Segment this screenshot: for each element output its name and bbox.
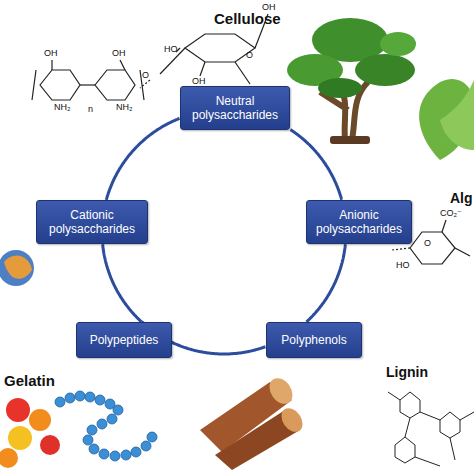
ring-arc	[106, 118, 179, 199]
ring-arc	[290, 130, 341, 200]
category-box: Cationic polysaccharides	[36, 200, 148, 244]
material-name: Alg	[450, 190, 473, 206]
atom-label: OH	[112, 48, 126, 58]
atom-label: O	[246, 50, 253, 60]
atom-label: OH	[44, 48, 58, 58]
atom-label: HO	[396, 260, 410, 270]
category-box: Neutral polysaccharides	[180, 86, 290, 130]
ring-arc	[307, 244, 346, 322]
ring-arc	[103, 244, 142, 321]
category-label: Neutral polysaccharides	[185, 94, 285, 122]
material-name: Lignin	[386, 364, 428, 380]
atom-label: O	[142, 70, 149, 80]
category-box: Polypeptides	[76, 322, 172, 358]
category-label: Cationic polysaccharides	[41, 208, 143, 236]
lignin-structure	[388, 392, 474, 466]
atom-label: NH₂	[54, 102, 71, 112]
shell-illustration	[0, 250, 34, 286]
bead-chain	[55, 391, 157, 461]
atom-label: OH	[262, 2, 276, 12]
atom-label: OH	[192, 76, 206, 86]
atom-label: O	[424, 238, 431, 248]
seaweed-illustration	[419, 79, 474, 160]
category-label: Polypeptides	[90, 333, 159, 347]
material-name: Gelatin	[4, 372, 55, 389]
category-box: Polyphenols	[266, 322, 362, 358]
category-label: Polyphenols	[281, 333, 346, 347]
material-name: Cellulose	[214, 10, 281, 27]
atom-label: NH₂	[116, 102, 133, 112]
atom-label: n	[88, 104, 93, 114]
gummy-illustration	[0, 398, 60, 468]
category-label: Anionic polysaccharides	[311, 208, 407, 236]
chitosan-structure	[32, 60, 144, 100]
wood-illustration	[200, 374, 307, 470]
atom-label: HO	[164, 44, 178, 54]
tree-illustration	[287, 18, 416, 144]
category-box: Anionic polysaccharides	[306, 200, 412, 244]
atom-label: CO₂⁻	[440, 208, 462, 218]
